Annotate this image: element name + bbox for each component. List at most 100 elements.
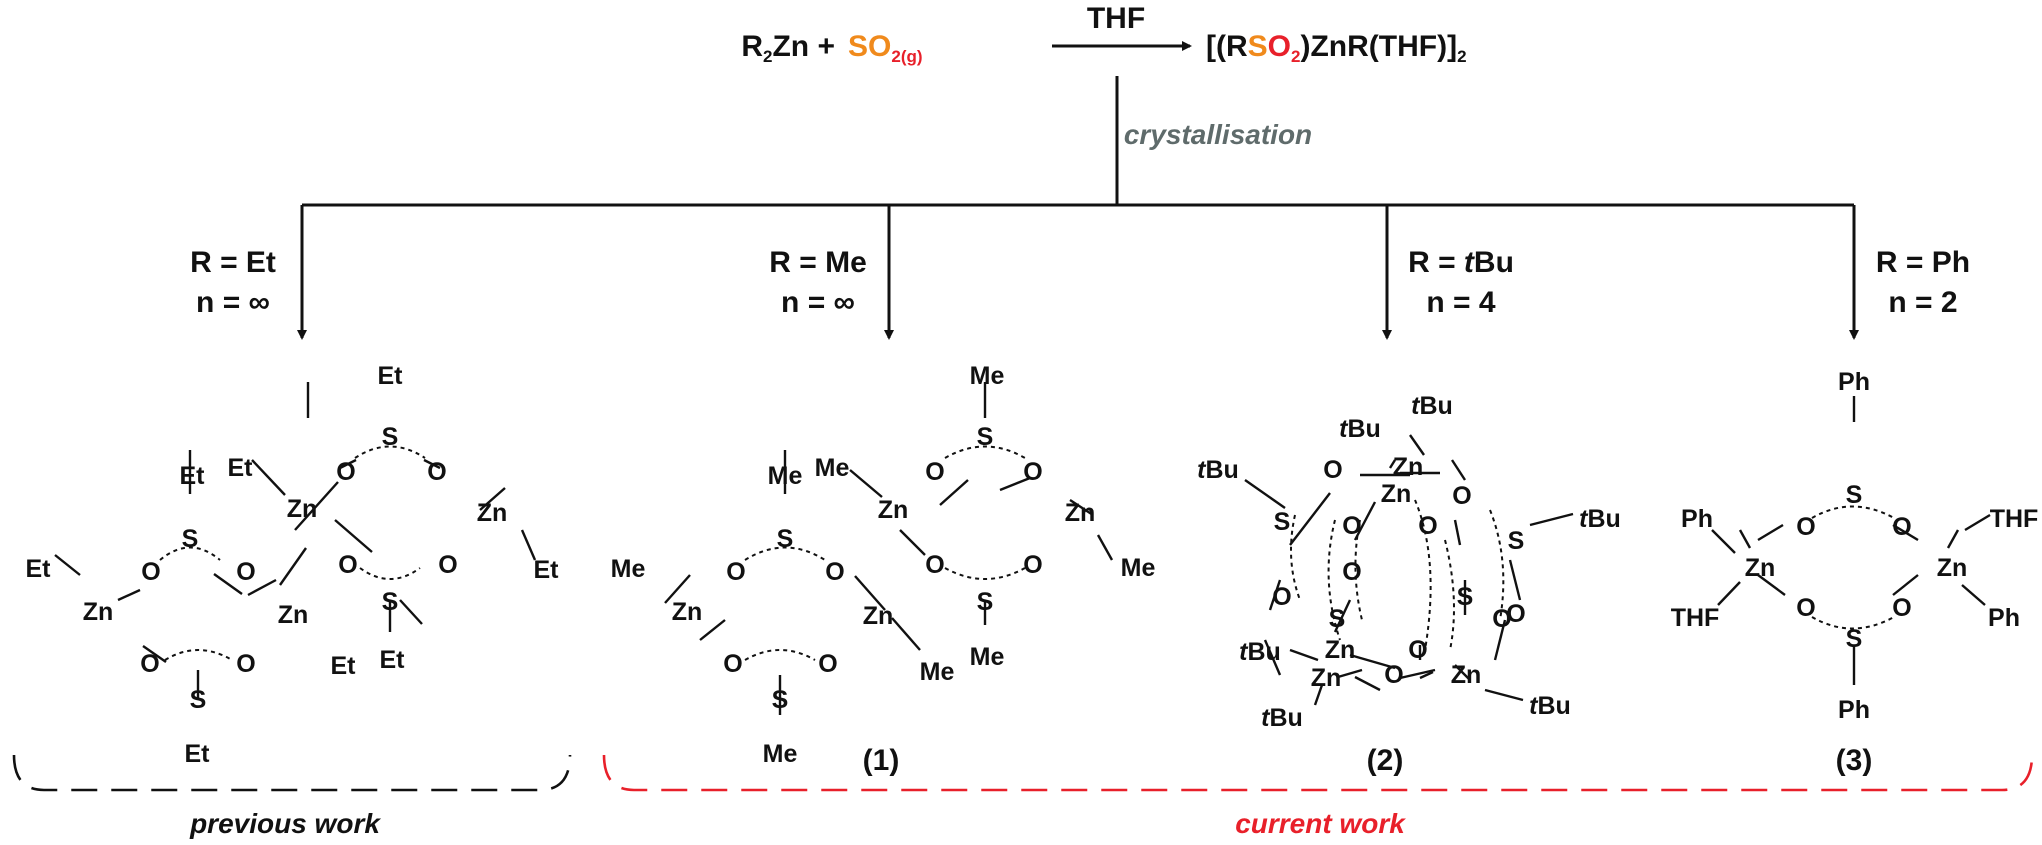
atom-ph-o-4: O: [1892, 594, 1911, 622]
atom-ph-s-2: S: [1846, 625, 1863, 653]
branch-tbu-r: R = tBu: [1408, 246, 1514, 279]
atom-ph-o-1: O: [1796, 513, 1815, 541]
sub-me-3: Me: [815, 454, 850, 482]
atom-me-o-2: O: [1023, 458, 1042, 486]
atom-et-s-2: S: [182, 525, 199, 553]
atom-et-s-1: S: [382, 423, 399, 451]
sub-me-4: Me: [1121, 554, 1156, 582]
sub-tbu-3: tBu: [1197, 456, 1239, 484]
atom-tbu-o-1: O: [1323, 456, 1342, 484]
sub-ph-1: Ph: [1838, 368, 1870, 396]
atom-tbu-zn-3: Zn: [1325, 636, 1356, 664]
atom-me-o-6: O: [1023, 551, 1042, 579]
atom-tbu-o-10: O: [1492, 605, 1511, 633]
branch-tbu-n: n = 4: [1426, 286, 1496, 319]
sub-ph-2: Ph: [1681, 505, 1713, 533]
atom-et-s-4: S: [190, 686, 207, 714]
atom-tbu-s-3: S: [1457, 583, 1474, 611]
atom-me-o-8: O: [818, 650, 837, 678]
sub-ph-thf-1: THF: [1990, 505, 2039, 533]
sub-et-5: Et: [331, 652, 357, 680]
atom-tbu-s-2: S: [1508, 527, 1525, 555]
atom-ph-o-3: O: [1796, 594, 1815, 622]
atom-me-o-7: O: [723, 650, 742, 678]
atom-et-o-2: O: [427, 458, 446, 486]
branch-ph-n: n = 2: [1888, 286, 1957, 319]
atom-me-o-1: O: [925, 458, 944, 486]
branch-me-r: R = Me: [769, 246, 867, 279]
atom-tbu-o-9: O: [1384, 661, 1403, 689]
sub-me-1: Me: [970, 362, 1005, 390]
sub-et-1: Et: [378, 362, 404, 390]
structure-et-polymer: Zn Zn Zn Zn S S S S O O O O O O O O Et E…: [26, 362, 560, 768]
branch-et-n: n = ∞: [196, 286, 270, 319]
sub-ph-3: Ph: [1988, 604, 2020, 632]
atom-et-o-6: O: [438, 551, 457, 579]
atom-ph-zn-2: Zn: [1937, 554, 1968, 582]
sub-tbu-2: tBu: [1339, 415, 1381, 443]
branch-et-r: R = Et: [190, 246, 276, 279]
atom-ph-zn-1: Zn: [1745, 554, 1776, 582]
atom-et-o-8: O: [236, 650, 255, 678]
sub-tbu-6: tBu: [1261, 704, 1303, 732]
atom-tbu-zn-1: Zn: [1393, 453, 1424, 481]
sub-tbu-1: tBu: [1411, 392, 1453, 420]
current-work-bracket: current work: [602, 754, 2034, 839]
atom-et-zn-1: Zn: [287, 495, 318, 523]
reactant-sulfur-dioxide: SO2(g): [848, 30, 923, 66]
sub-ph-4: Ph: [1838, 696, 1870, 724]
atom-et-s-3: S: [382, 588, 399, 616]
atom-tbu-zn-4: Zn: [1311, 664, 1342, 692]
atom-tbu-s-4: S: [1329, 605, 1346, 633]
atom-me-zn-1: Zn: [878, 496, 909, 524]
atom-me-o-4: O: [825, 558, 844, 586]
reaction-equation: R2Zn + SO2(g) THF [(RSO2)ZnR(THF)]2: [741, 2, 1466, 66]
compound-label-1: (1): [863, 744, 900, 777]
atom-me-s-2: S: [777, 525, 794, 553]
crystallisation-tree: [297, 76, 1859, 340]
atom-tbu-s-1: S: [1274, 508, 1291, 536]
atom-tbu-o-2: O: [1452, 482, 1471, 510]
atom-me-s-4: S: [772, 686, 789, 714]
atom-et-zn-3: Zn: [477, 499, 508, 527]
branch-ph-r: R = Ph: [1876, 246, 1970, 279]
compound-label-2: (2): [1367, 744, 1404, 777]
atom-me-o-5: O: [925, 551, 944, 579]
atom-tbu-o-5: O: [1272, 583, 1291, 611]
atom-et-o-5: O: [338, 551, 357, 579]
previous-work-bracket: previous work: [12, 754, 572, 839]
atom-me-s-1: S: [977, 423, 994, 451]
atom-me-zn-4: Zn: [672, 598, 703, 626]
sub-me-8: Me: [763, 740, 798, 768]
sub-tbu-5: tBu: [1239, 638, 1281, 666]
branch-labels: R = Et n = ∞ R = Me n = ∞ R = tBu n = 4 …: [190, 246, 1970, 319]
atom-et-o-3: O: [141, 558, 160, 586]
sub-et-4: Et: [534, 556, 560, 584]
atom-et-o-7: O: [140, 650, 159, 678]
atom-et-zn-2: Zn: [278, 601, 309, 629]
structure-tbu-tetramer: Zn Zn Zn Zn Zn S S S S O O O O O O O O O…: [1197, 392, 1621, 777]
atom-et-zn-4: Zn: [83, 598, 114, 626]
current-work-label: current work: [1235, 808, 1406, 839]
atom-me-zn-3: Zn: [1065, 499, 1096, 527]
atom-tbu-zn-5: Zn: [1451, 661, 1482, 689]
atom-ph-o-2: O: [1892, 513, 1911, 541]
sub-me-5: Me: [920, 658, 955, 686]
atom-me-s-3: S: [977, 588, 994, 616]
sub-me-7: Me: [611, 555, 646, 583]
atom-tbu-zn-2: Zn: [1381, 480, 1412, 508]
sub-et-2: Et: [180, 462, 206, 490]
sub-tbu-7: tBu: [1529, 692, 1571, 720]
crystallisation-label: crystallisation: [1124, 119, 1312, 150]
atom-me-zn-2: Zn: [863, 602, 894, 630]
atom-tbu-o-8: O: [1408, 636, 1427, 664]
sub-et-8: Et: [185, 740, 211, 768]
sub-tbu-4: tBu: [1579, 505, 1621, 533]
compound-label-3: (3): [1836, 744, 1873, 777]
atom-et-o-1: O: [336, 458, 355, 486]
atom-me-o-3: O: [726, 558, 745, 586]
previous-work-label: previous work: [189, 808, 381, 839]
sub-ph-thf-2: THF: [1671, 604, 1720, 632]
product-formula: [(RSO2)ZnR(THF)]2: [1206, 30, 1467, 66]
